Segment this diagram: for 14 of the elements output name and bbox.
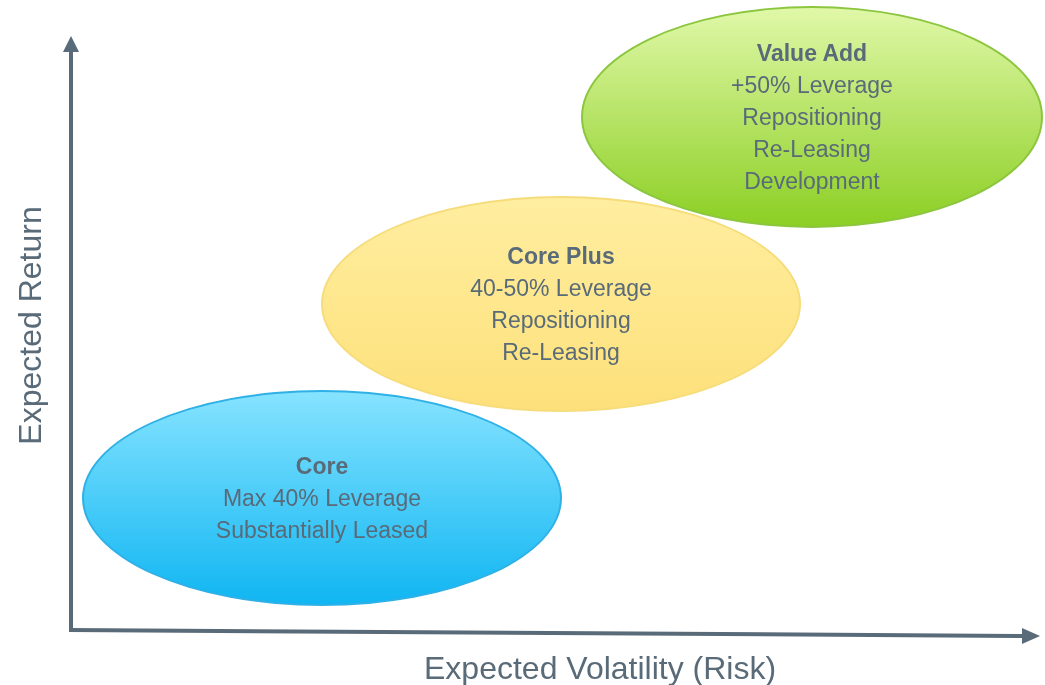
node-text: Repositioning: [742, 103, 882, 132]
x-axis-label: Expected Volatility (Risk): [424, 649, 777, 685]
node-heading: Core Plus: [507, 242, 615, 271]
y-axis-label: Expected Return: [11, 205, 49, 445]
node-text: 40-50% Leverage: [470, 274, 652, 303]
node-heading: Value Add: [756, 39, 868, 68]
node-text: Max 40% Leverage: [222, 484, 422, 513]
node-text: Re-Leasing: [753, 135, 871, 164]
node-heading: Core: [295, 452, 349, 481]
node-text: +50% Leverage: [731, 71, 893, 100]
node-text: Re-Leasing: [502, 338, 620, 367]
node-text: Repositioning: [491, 306, 631, 335]
node-text: Substantially Leased: [215, 516, 429, 545]
node-text: Development: [744, 167, 880, 196]
